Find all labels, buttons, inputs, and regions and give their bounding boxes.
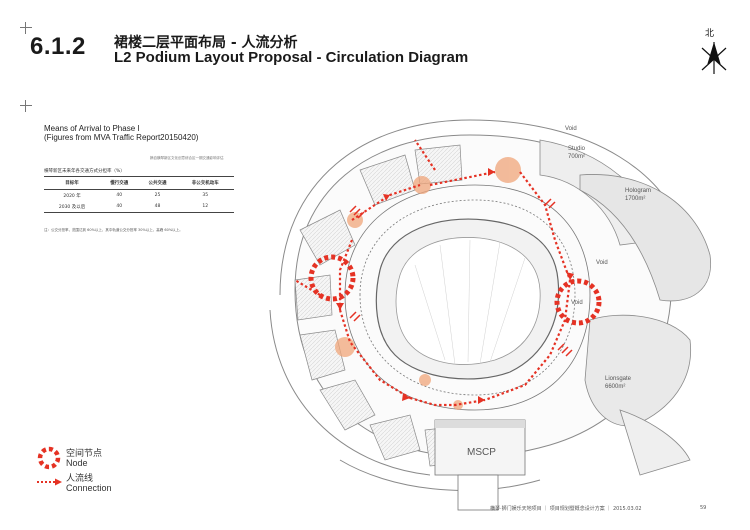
legend-connection-label-zh: 人流线 [66,474,94,484]
node-east [554,278,602,326]
table-cell: 48 [138,201,177,213]
mscp-block [434,419,526,511]
table-note: 注：公交分担率，范围达到 60%以上，其中轨道公交分担率 30%以上，高峰 60… [44,228,183,232]
connection-arrows [336,168,574,404]
means-title-line1: Means of Arrival to Phase I [44,124,140,133]
page-title-en: L2 Podium Layout Proposal - Circulation … [114,49,469,66]
right-wing-blocks [539,139,712,476]
node-west [308,254,356,302]
table-cell: 35 [202,193,209,198]
label-void-1: Void [565,126,577,132]
table-header-row: 目标年 慢行交通 公共交通 非公交机动车 [44,176,234,190]
legend-connection-label-en: Connection [66,483,112,493]
label-hologram-area: 1700m² [625,196,645,202]
table-header-cell: 公共交通 [138,176,177,190]
crop-mark-top-left [20,22,32,34]
stair-icons [349,198,573,357]
table-cell: 2030 及以后 [44,201,101,213]
label-void-3: Void [571,300,583,306]
footer-project-text: 横琴·狮门娱乐天地项目 ｜ 项目规划暨概念设计方案 ｜ 2015.03.02 [490,506,642,512]
section-number: 6.1.2 [30,33,86,60]
legend-connection-icon [37,478,62,486]
table-cell: 12 [176,201,234,213]
legend-node-label-en: Node [66,458,88,468]
label-void-2: Void [596,260,608,266]
label-studio-area: 700m² [568,154,585,160]
label-lionsgate-area: 6600m² [605,384,625,390]
table-row: 2020 年 40 25 35 [44,190,234,202]
means-of-arrival-title: Means of Arrival to Phase I (Figures fro… [44,124,198,142]
north-label: 北 [705,29,715,39]
legend-node-label-zh: 空间节点 [66,449,103,459]
label-studio: Studio [568,146,586,152]
means-title-line2: (Figures from MVA Traffic Report20150420… [44,133,199,142]
legend-node-icon [37,446,61,470]
page-number: 59 [700,505,707,511]
label-mscp: MSCP [467,447,496,458]
table-cell: 25 [154,193,161,198]
table-caption: 摘自横琴新区文化创意综合区一期交通影响评估 [150,156,224,160]
central-atrium [375,218,560,380]
table-header-cell: 非公交机动车 [176,176,234,190]
north-arrow-icon [701,41,727,74]
table-cell: 40 [116,193,123,198]
table-cell: 40 [100,201,139,213]
table-cell: 2020 年 [63,193,81,199]
label-lionsgate: Lionsgate [605,376,632,382]
label-hologram: Hologram [625,188,651,194]
page-title-zh: 裙楼二层平面布局 - 人流分析 [114,35,298,51]
table-header-cell: 慢行交通 [100,176,139,190]
crop-mark-mid-left [20,100,32,112]
node-markers [308,254,602,326]
table-subtitle: 横琴新区未来年各交通方式分担率（%） [44,169,125,174]
circulation-plan: Void Studio 700m² Hologram 1700m² Void V… [269,119,712,511]
table-row: 2030 及以后 40 48 12 [44,201,234,213]
table-header-cell: 目标年 [44,176,101,190]
modal-split-table: 目标年 慢行交通 公共交通 非公交机动车 2020 年 40 25 35 203… [44,176,234,213]
